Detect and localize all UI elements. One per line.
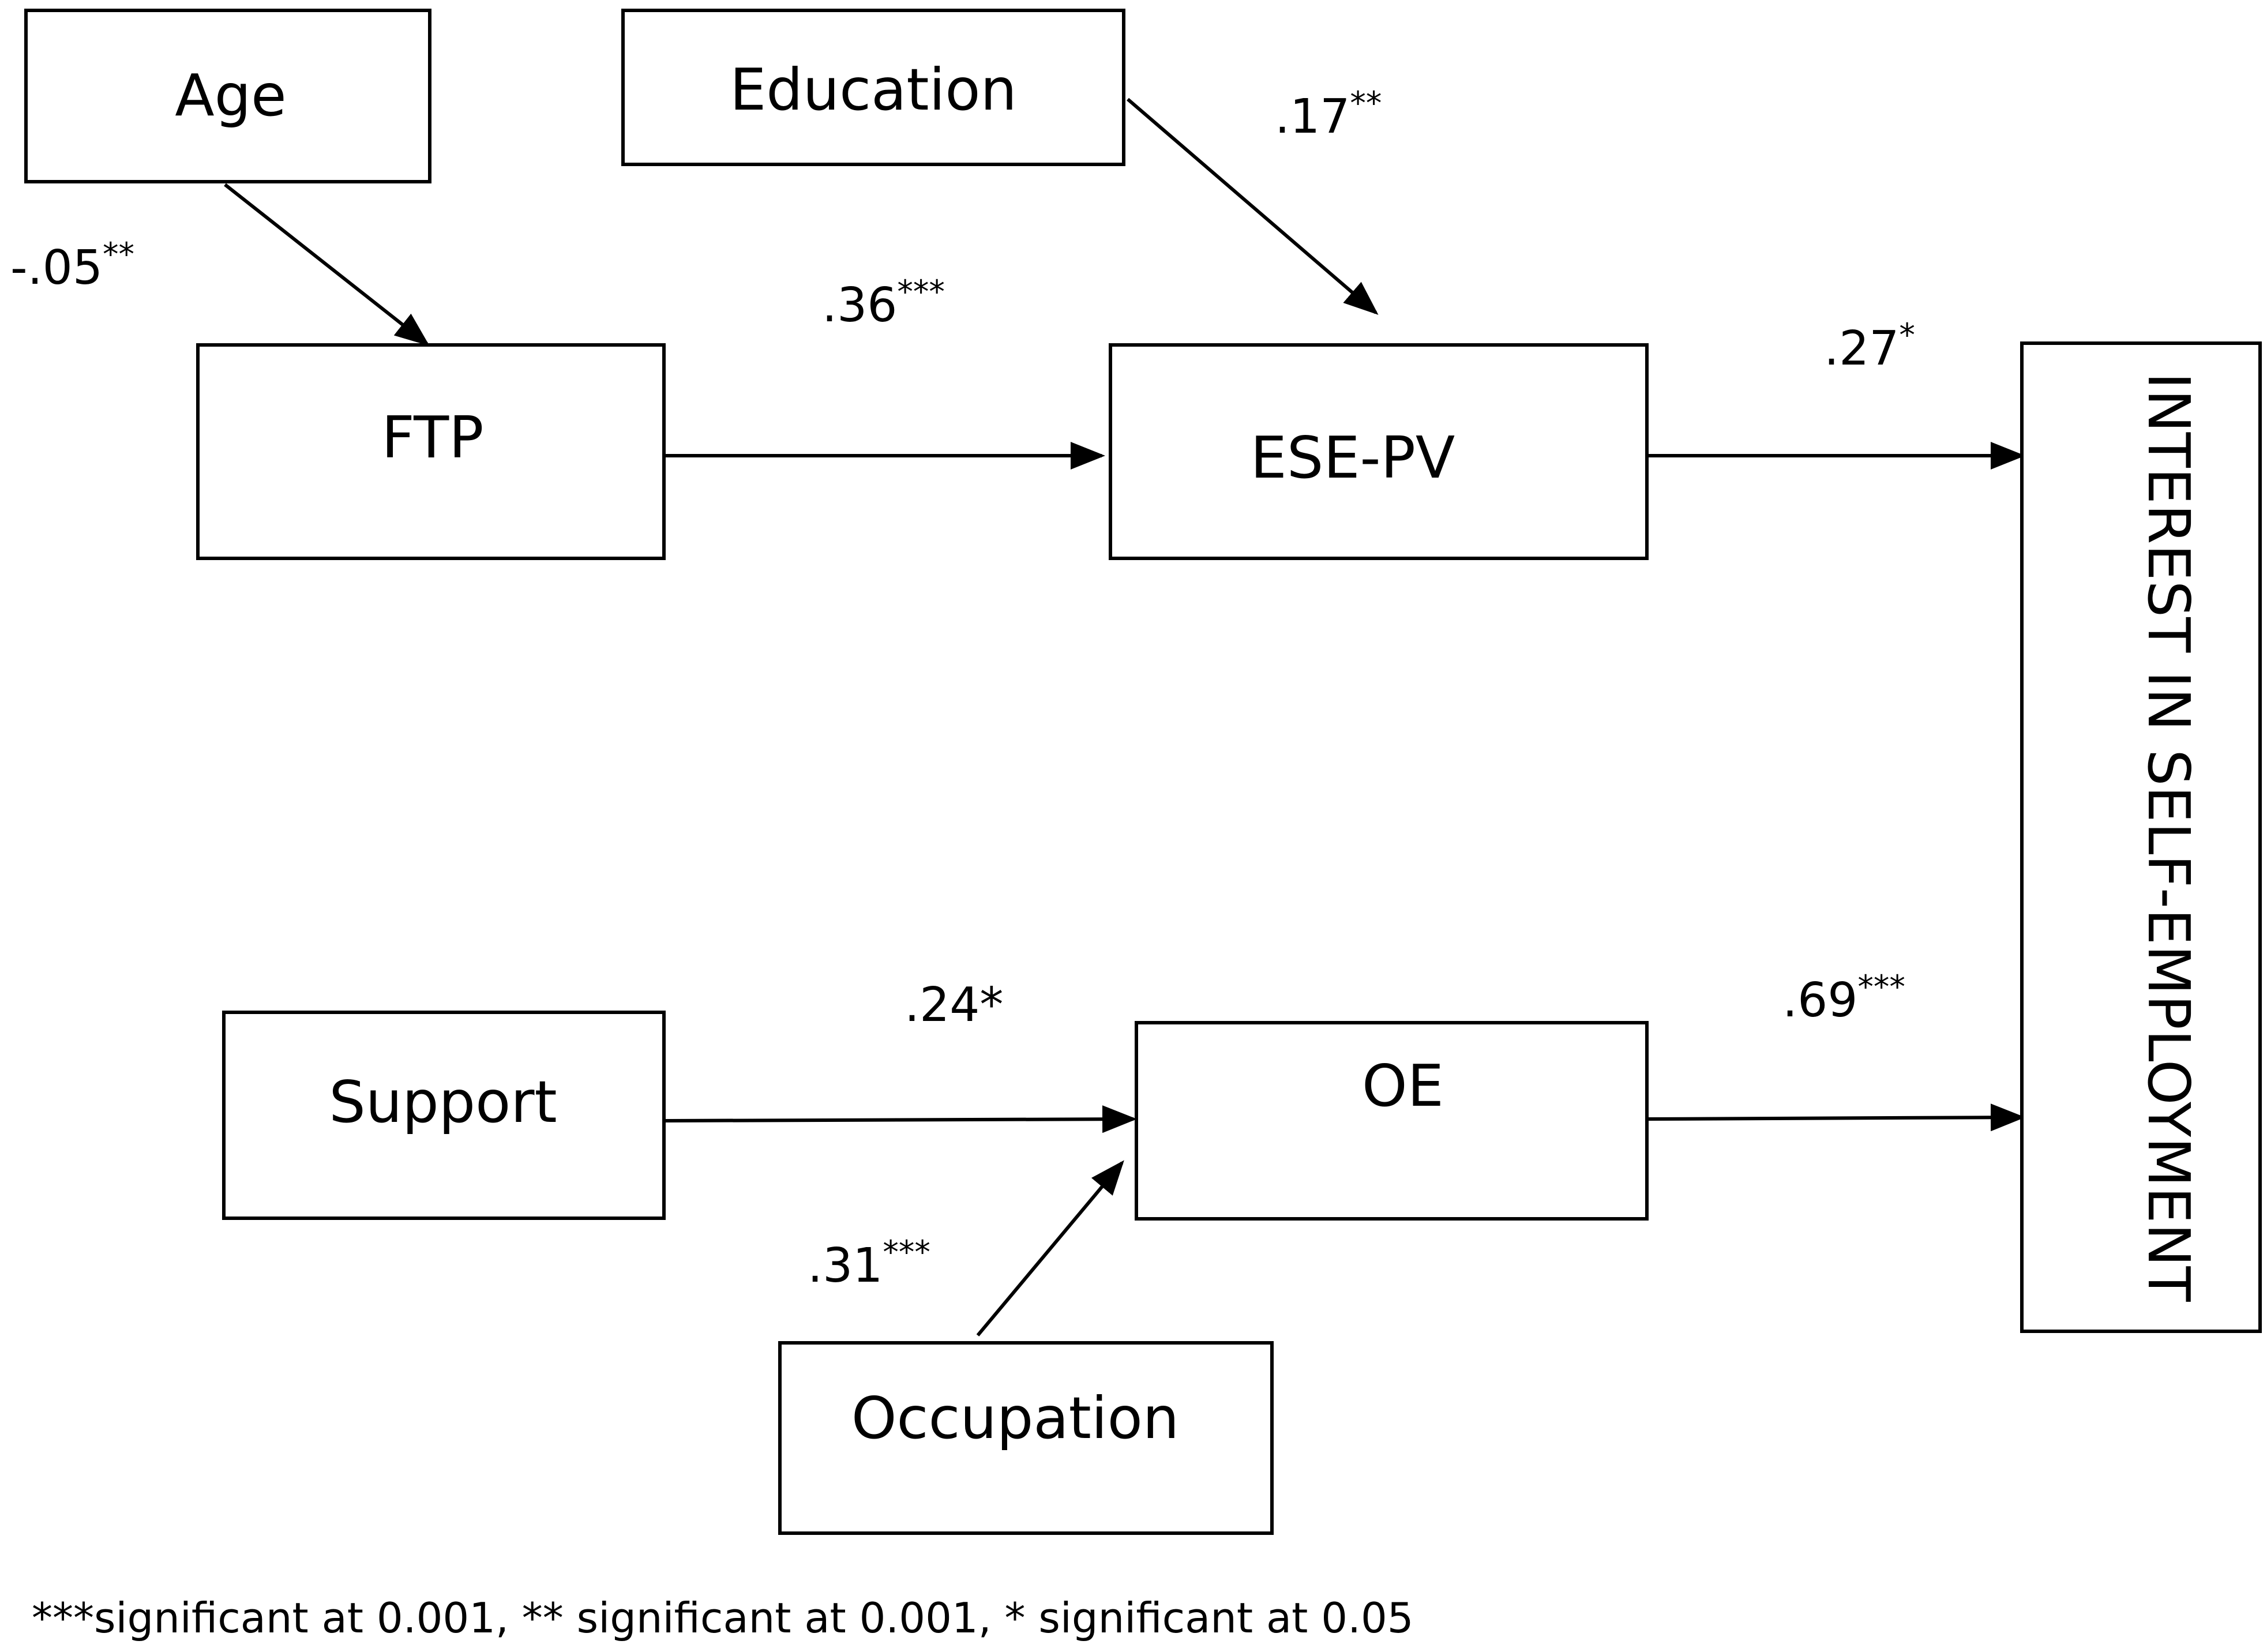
node-oe: OE (1135, 1021, 1649, 1221)
coefficients: -.05** .17** .36*** .27* .24* .69*** .31… (10, 85, 1915, 1293)
node-education-label: Education (730, 56, 1017, 123)
coef-education-esepv: .17** (1275, 85, 1382, 144)
node-interest: INTEREST IN SELF-EMPLOYMENT (2020, 341, 2262, 1333)
edges (224, 97, 2025, 1336)
coef-oe-interest: .69*** (1782, 968, 1905, 1028)
node-ftp: FTP (196, 343, 666, 560)
edge-oe-interest (1646, 1103, 2025, 1132)
node-ftp-label: FTP (381, 404, 483, 471)
node-support: Support (222, 1011, 666, 1220)
edge-education-esepv (1127, 97, 1379, 315)
node-age-label: Age (175, 62, 286, 129)
node-age: Age (24, 9, 431, 183)
node-support-label: Support (329, 1068, 557, 1136)
coef-ftp-esepv: .36*** (822, 273, 945, 333)
node-occupation: Occupation (778, 1341, 1274, 1535)
node-interest-label: INTEREST IN SELF-EMPLOYMENT (2135, 372, 2202, 1302)
significance-footnote: ***significant at 0.001, ** significant … (32, 1594, 1414, 1642)
node-ese-pv: ESE-PV (1109, 343, 1649, 560)
edge-age-ftp (224, 183, 430, 346)
coef-age-ftp: -.05** (10, 236, 134, 295)
node-education: Education (621, 9, 1125, 166)
coef-occupation-oe: .31*** (808, 1234, 930, 1293)
edge-occupation-oe (976, 1160, 1124, 1336)
node-occupation-label: Occupation (851, 1384, 1179, 1452)
coef-esepv-interest: .27* (1824, 317, 1915, 376)
edge-support-oe (664, 1105, 1137, 1133)
coef-support-oe: .24* (904, 978, 1003, 1032)
node-ese-pv-label: ESE-PV (1251, 424, 1455, 491)
node-oe-label: OE (1362, 1052, 1444, 1120)
